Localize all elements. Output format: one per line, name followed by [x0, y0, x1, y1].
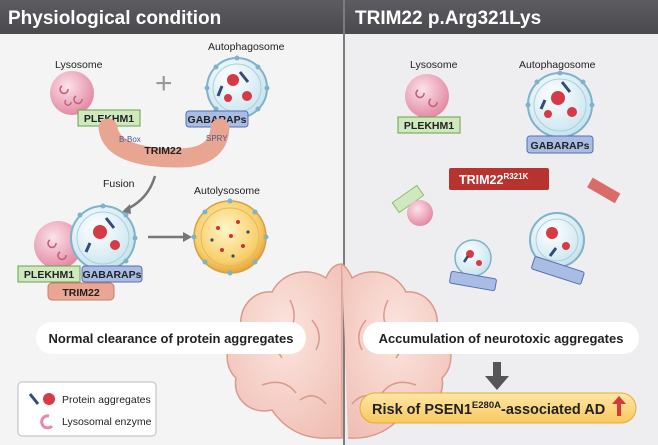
plus-icon: + — [155, 67, 173, 100]
risk-text: Risk of PSEN1E280A-associated AD — [372, 400, 605, 418]
large-autophagosome-bottom — [529, 212, 585, 268]
lysosomal-enzyme-icon — [40, 414, 54, 430]
bbox-text: B-Box — [119, 135, 141, 144]
right-gabaraps-box — [526, 135, 594, 154]
right-title: TRIM22 p.Arg321Lys — [355, 8, 541, 29]
right-lysosome-label: Lysosome — [410, 59, 458, 71]
lysosome-fusing — [34, 221, 82, 269]
legend-enzyme: Lysosomal enzyme — [62, 416, 152, 428]
fusion-label: Fusion — [103, 178, 135, 190]
plekhm1-box-fused — [17, 265, 81, 283]
red-up-arrow-icon — [612, 396, 626, 416]
detached-lysosome — [407, 200, 433, 226]
left-result-text: Normal clearance of protein aggregates — [49, 331, 294, 346]
lysosome-top — [50, 71, 94, 115]
right-result-pill — [363, 322, 639, 354]
small-autophagosome — [454, 239, 492, 277]
trim22-mutant-box — [449, 168, 549, 190]
gabaraps-text-fused: GABARAPs — [83, 269, 142, 281]
right-header-bar — [345, 0, 658, 34]
clearance-arrowhead — [183, 232, 192, 242]
legend-protein: Protein aggregates — [62, 394, 151, 406]
trim22-text-fused: TRIM22 — [62, 287, 100, 299]
plekhm1-text-fused: PLEKHM1 — [24, 269, 74, 281]
right-autophagosome — [525, 70, 595, 138]
autophagosome-fusing — [70, 203, 138, 271]
right-gabaraps-text: GABARAPs — [531, 140, 590, 152]
right-lysosome — [405, 74, 449, 118]
risk-banner — [359, 392, 637, 424]
spry-text: SPRY — [206, 134, 228, 143]
lysosome-label: Lysosome — [55, 59, 103, 71]
trim22-box-fused — [47, 282, 115, 301]
autolysosome-label: Autolysosome — [194, 185, 260, 197]
fusion-arrowhead — [122, 204, 131, 214]
left-header-bar — [0, 0, 343, 34]
right-autophagosome-label: Autophagosome — [519, 59, 596, 71]
autophagosome-label: Autophagosome — [208, 41, 285, 53]
large-gabaraps-box — [531, 256, 585, 285]
trim22-bridge — [98, 118, 230, 168]
protein-aggregate-icon — [28, 393, 55, 405]
trim22-text: TRIM22 — [144, 145, 182, 157]
down-arrow-shaft — [493, 362, 501, 378]
down-arrow-icon — [485, 376, 509, 390]
right-result-text: Accumulation of neurotoxic aggregates — [379, 331, 624, 346]
trim22-mutant-text: TRIM22R321K — [459, 172, 529, 187]
left-result-pill — [36, 322, 306, 354]
autolysosome — [191, 198, 269, 276]
detached-trim22-fragment — [587, 177, 621, 204]
right-plekhm1-box — [397, 116, 461, 134]
left-title: Physiological condition — [8, 8, 221, 29]
gabaraps-box-fused — [81, 265, 143, 283]
right-plekhm1-text: PLEKHM1 — [404, 120, 454, 132]
small-gabaraps-box — [449, 270, 497, 292]
